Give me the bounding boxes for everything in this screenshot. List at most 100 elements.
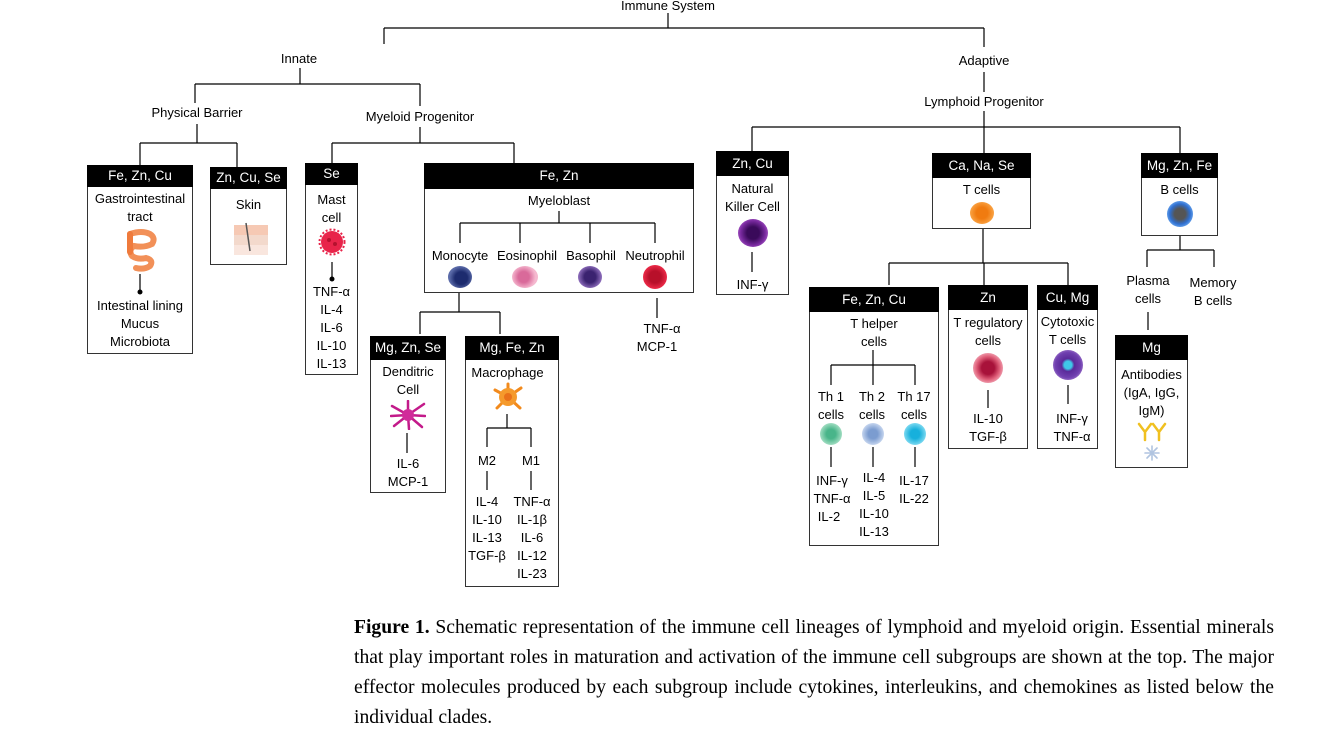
m2-effect: IL-13 <box>472 530 502 545</box>
m2-effect: IL-4 <box>475 494 499 509</box>
th1-label-1: Th 1 <box>817 389 844 404</box>
cytotoxic-name-2: T cells <box>1048 332 1087 347</box>
nk-effect: INF-γ <box>736 277 769 292</box>
intestine-icon <box>127 229 157 272</box>
th1-cell-icon <box>820 423 842 445</box>
myeloblast-minerals: Fe, Zn <box>424 163 694 189</box>
mast-effect: IL-13 <box>316 356 347 371</box>
bcells-minerals: Mg, Zn, Fe <box>1141 153 1218 178</box>
gi-effect: Mucus <box>120 316 160 331</box>
root-label: Immune System <box>621 0 715 13</box>
th2-label-1: Th 2 <box>858 389 885 404</box>
gi-name-2: tract <box>127 209 153 224</box>
th1-effect: TNF-α <box>813 491 851 506</box>
antibodies-minerals: Mg <box>1115 335 1188 360</box>
eosinophil-icon <box>512 266 538 288</box>
th2-effect: IL-4 <box>862 470 886 485</box>
mast-minerals: Se <box>305 163 358 185</box>
nk-cell-icon <box>738 219 768 247</box>
nk-name-1: Natural <box>731 181 774 196</box>
mast-effect: IL-6 <box>320 320 343 335</box>
tcells-name: T cells <box>962 182 1001 197</box>
dendritic-name-1: Denditric <box>382 364 434 379</box>
dendritic-name-2: Cell <box>396 382 420 397</box>
m1-effect: IL-12 <box>517 548 547 563</box>
skin-minerals: Zn, Cu, Se <box>210 167 287 189</box>
mast-name-2: cell <box>321 210 342 225</box>
neutrophil-label: Neutrophil <box>625 248 685 263</box>
treg-name-1: T regulatory <box>953 315 1023 330</box>
thelper-minerals: Fe, Zn, Cu <box>809 287 939 312</box>
th2-label-2: cells <box>858 407 885 422</box>
th17-cell-icon <box>904 423 926 445</box>
dendritic-minerals: Mg, Zn, Se <box>370 336 446 360</box>
thelper-name-1: T helper <box>850 316 898 331</box>
treg-effect: IL-10 <box>973 411 1003 426</box>
eosinophil-label: Eosinophil <box>497 248 557 263</box>
bcell-icon <box>1167 201 1193 227</box>
dendritic-effect: MCP-1 <box>387 474 429 489</box>
gi-effect: Microbiota <box>110 334 170 349</box>
tcell-icon <box>970 202 994 224</box>
nk-minerals: Zn, Cu <box>716 151 789 176</box>
nk-name-2: Killer Cell <box>725 199 780 214</box>
skin-name: Skin <box>235 197 262 212</box>
adaptive-label: Adaptive <box>958 53 1010 68</box>
neutrophil-icon <box>643 265 667 289</box>
th2-cell-icon <box>862 423 884 445</box>
macrophage-minerals: Mg, Fe, Zn <box>465 336 559 360</box>
cytotoxic-cell-icon <box>1053 350 1083 380</box>
th2-effect: IL-10 <box>859 506 889 521</box>
antibodies-label-2: (IgA, IgG, <box>1123 385 1180 400</box>
memory-label-1: Memory <box>1189 275 1237 290</box>
gi-minerals: Fe, Zn, Cu <box>87 165 193 187</box>
treg-minerals: Zn <box>948 285 1028 310</box>
caption-label: Figure 1. <box>354 617 430 638</box>
monocyte-label: Monocyte <box>431 248 489 263</box>
m1-effect: IL-1β <box>517 512 547 527</box>
antibody-icon <box>1137 422 1167 461</box>
innate-label: Innate <box>280 51 318 66</box>
th17-label-1: Th 17 <box>897 389 931 404</box>
macrophage-icon <box>493 382 523 410</box>
macrophage-name: Macrophage <box>471 365 544 380</box>
thelper-name-2: cells <box>860 334 887 349</box>
th17-label-2: cells <box>900 407 927 422</box>
myeloid-progenitor-label: Myeloid Progenitor <box>365 109 475 124</box>
skin-icon <box>234 222 268 255</box>
th1-label-2: cells <box>817 407 844 422</box>
th17-effect: IL-22 <box>899 491 929 506</box>
m1-label: M1 <box>521 453 541 468</box>
dendritic-effect: IL-6 <box>396 456 420 471</box>
treg-cell-icon <box>973 353 1003 383</box>
m2-effect: TGF-β <box>468 548 506 563</box>
gi-name-1: Gastrointestinal <box>94 191 186 206</box>
m1-effect: IL-23 <box>517 566 547 581</box>
caption-text: Schematic representation of the immune c… <box>354 617 1274 728</box>
mast-effect: IL-10 <box>316 338 347 353</box>
monocyte-icon <box>448 266 472 288</box>
plasma-label-1: Plasma <box>1126 273 1170 288</box>
mast-cell-icon <box>318 228 346 256</box>
th2-effect: IL-13 <box>859 524 889 539</box>
cytotoxic-minerals: Cu, Mg <box>1037 285 1098 310</box>
physical-barrier-label: Physical Barrier <box>151 105 243 120</box>
bcells-name: B cells <box>1160 182 1199 197</box>
lymphoid-progenitor-label: Lymphoid Progenitor <box>924 94 1044 109</box>
m1-effect: TNF-α <box>513 494 551 509</box>
treg-effect: TGF-β <box>969 429 1007 444</box>
memory-label-2: B cells <box>1193 293 1233 308</box>
th17-effect: IL-17 <box>899 473 929 488</box>
cytotoxic-name-1: Cytotoxic <box>1040 314 1095 329</box>
basophil-icon <box>578 266 602 288</box>
th1-effect: IL-2 <box>817 509 841 524</box>
th2-effect: IL-5 <box>862 488 886 503</box>
m2-label: M2 <box>477 453 497 468</box>
figure-caption: Figure 1. Schematic representation of th… <box>354 613 1274 733</box>
mast-effect: IL-4 <box>320 302 343 317</box>
cytotoxic-effect: TNF-α <box>1053 429 1091 444</box>
neutrophil-effect: TNF-α <box>643 321 681 336</box>
m1-effect: IL-6 <box>520 530 544 545</box>
mast-effect: TNF-α <box>312 284 351 299</box>
